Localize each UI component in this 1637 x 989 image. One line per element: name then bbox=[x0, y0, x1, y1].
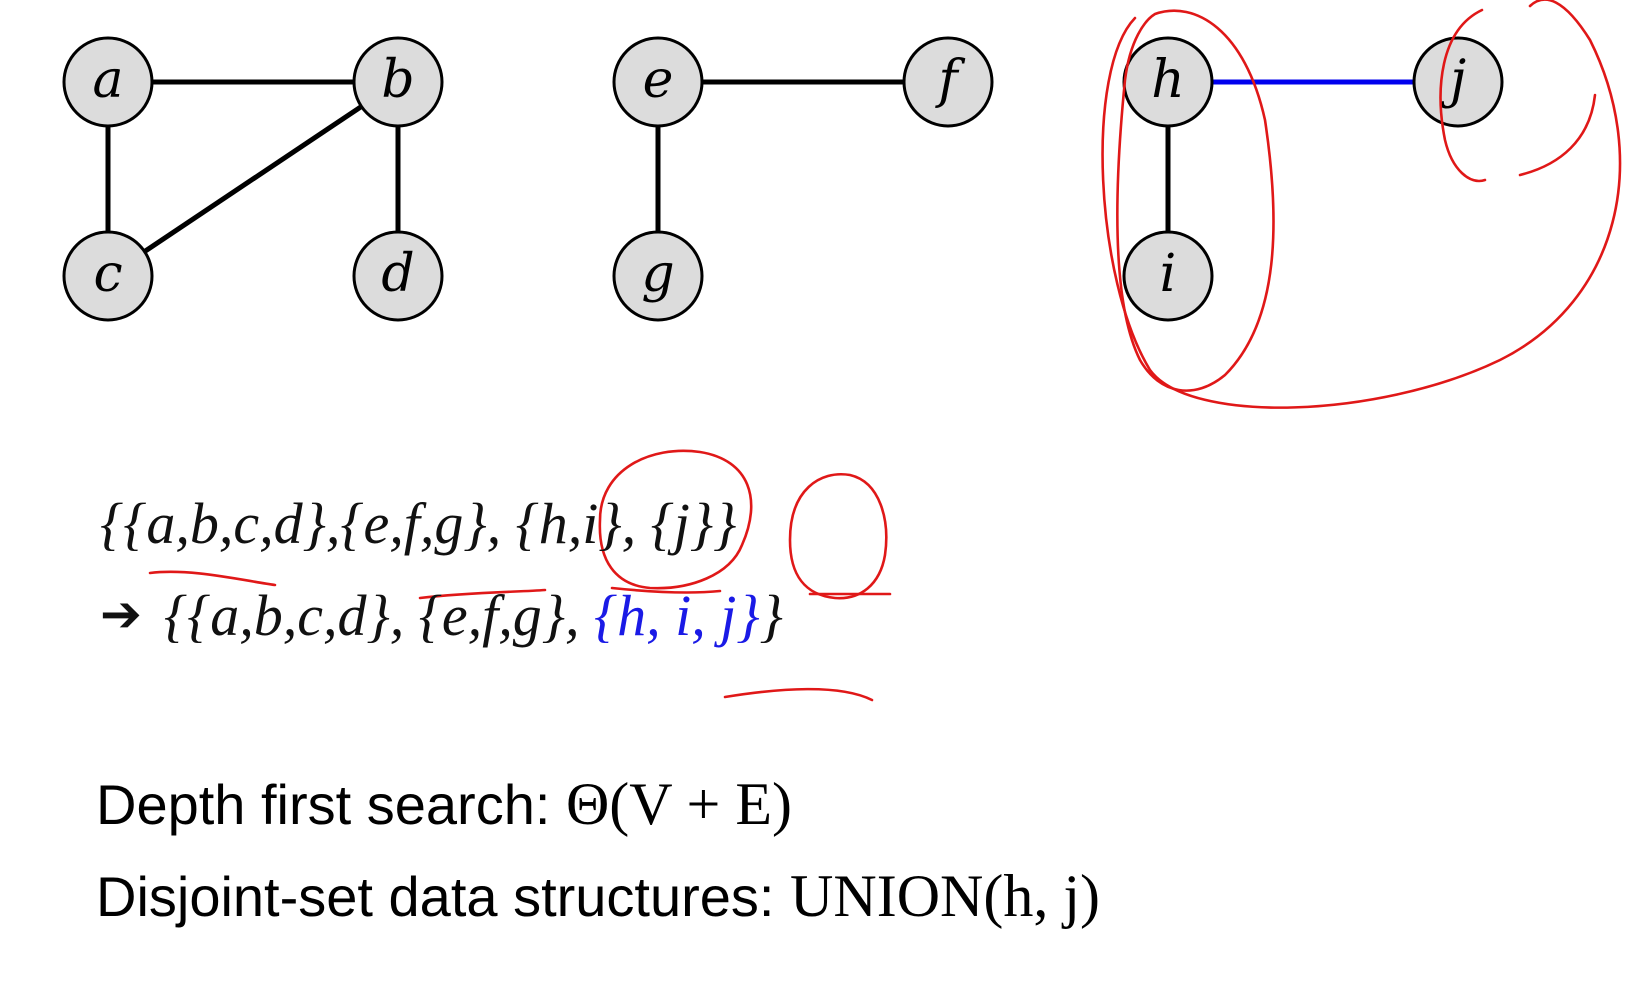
node-f: f bbox=[902, 36, 994, 128]
ink-circle-hi bbox=[598, 449, 753, 590]
red-annotations bbox=[148, 0, 1622, 702]
node-i: i bbox=[1122, 230, 1214, 322]
ink-underline-abc bbox=[148, 570, 277, 587]
node-a: a bbox=[62, 36, 154, 128]
ink-loop-hi bbox=[1115, 9, 1275, 392]
node-label: d bbox=[381, 244, 414, 304]
ink-underline-hij bbox=[723, 687, 874, 702]
node-circle bbox=[1412, 36, 1504, 128]
sets-before-union: {{a,b,c,d},{e,f,g}, {h,i}, {j}} bbox=[100, 491, 737, 556]
node-d: d bbox=[352, 230, 444, 322]
node-label: c bbox=[93, 244, 122, 304]
dsu-label: Disjoint-set data structures: bbox=[96, 865, 791, 928]
node-label: g bbox=[641, 244, 674, 304]
node-e: e bbox=[612, 36, 704, 128]
ink-loop-hij bbox=[1101, 0, 1622, 409]
node-g: g bbox=[612, 230, 704, 322]
node-label: a bbox=[92, 50, 123, 110]
dfs-complexity-line: Depth first search: Θ(V + E) bbox=[96, 770, 792, 839]
arrow-right-icon: ➔ bbox=[100, 585, 142, 643]
sets-after-suffix: } bbox=[759, 583, 783, 648]
merged-set: {h, i, j} bbox=[593, 583, 760, 648]
ink-arc-j2 bbox=[1518, 93, 1597, 177]
ink-circle-j bbox=[788, 472, 888, 600]
node-b: b bbox=[352, 36, 444, 128]
node-circle bbox=[62, 230, 154, 322]
ink-underline-hi bbox=[610, 586, 722, 594]
sets-after-prefix: {{a,b,c,d}, {e,f,g}, bbox=[163, 583, 594, 648]
node-c: c bbox=[62, 230, 154, 322]
ink-underline-efg bbox=[418, 588, 547, 600]
dsu-line: Disjoint-set data structures: UNION(h, j… bbox=[96, 862, 1100, 931]
dfs-complexity: Θ(V + E) bbox=[565, 771, 792, 837]
dsu-operation: UNION(h, j) bbox=[790, 863, 1100, 929]
node-label: b bbox=[381, 50, 414, 110]
node-label: i bbox=[1160, 244, 1177, 304]
ink-arc-j bbox=[1439, 8, 1487, 183]
node-label: e bbox=[643, 50, 674, 110]
node-h: h bbox=[1122, 36, 1214, 128]
node-circle bbox=[612, 36, 704, 128]
node-j: j bbox=[1412, 36, 1504, 128]
node-circle bbox=[902, 36, 994, 128]
node-circle bbox=[612, 230, 704, 322]
dfs-label: Depth first search: bbox=[96, 773, 566, 836]
graph-edges bbox=[105, 79, 1458, 279]
node-circle bbox=[352, 36, 444, 128]
sets-after-union: ➔ {{a,b,c,d}, {e,f,g}, {h, i, j}} bbox=[100, 582, 783, 649]
graph-nodes: a b c d e f g h i j bbox=[62, 36, 1504, 322]
node-circle bbox=[62, 36, 154, 128]
edge-b-c bbox=[106, 79, 400, 279]
node-label: h bbox=[1151, 50, 1185, 110]
node-circle bbox=[1122, 230, 1214, 322]
node-circle bbox=[352, 230, 444, 322]
